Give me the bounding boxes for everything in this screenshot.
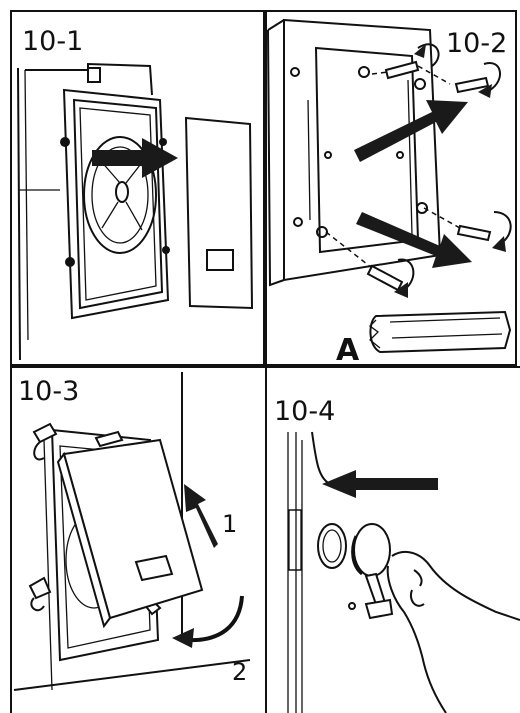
insert-arrow bbox=[354, 100, 468, 162]
panel-10-3-label: 10-3 bbox=[18, 376, 79, 407]
step-1-label: 1 bbox=[222, 510, 237, 538]
step-2-label: 2 bbox=[232, 658, 247, 686]
panel-10-1-label: 10-1 bbox=[22, 26, 83, 57]
swing-arrow bbox=[172, 628, 194, 648]
part-a-label: A bbox=[336, 333, 360, 368]
panel-10-4: 10-4 bbox=[274, 396, 520, 713]
panel-frames bbox=[10, 10, 520, 713]
seal-ring bbox=[317, 523, 347, 569]
panel-10-2-frame bbox=[265, 10, 517, 366]
panel-10-1-frame bbox=[10, 10, 265, 366]
push-arrow bbox=[322, 470, 438, 498]
pull-arrow bbox=[356, 212, 472, 268]
panel-10-4-label: 10-4 bbox=[274, 396, 335, 427]
panel-10-1: 10-1 bbox=[17, 26, 254, 361]
fan-wheel bbox=[83, 136, 157, 254]
cover-panel bbox=[184, 116, 254, 310]
fan-hub bbox=[353, 523, 391, 577]
door-frame bbox=[62, 88, 170, 320]
panel-10-3: 10-3 1 2 bbox=[13, 372, 251, 691]
panel-10-2: 10-2 bbox=[267, 18, 512, 368]
panel-10-2-label: 10-2 bbox=[446, 28, 507, 59]
remove-arrow bbox=[92, 138, 178, 178]
hand bbox=[386, 550, 520, 713]
lift-arrow bbox=[184, 484, 218, 548]
